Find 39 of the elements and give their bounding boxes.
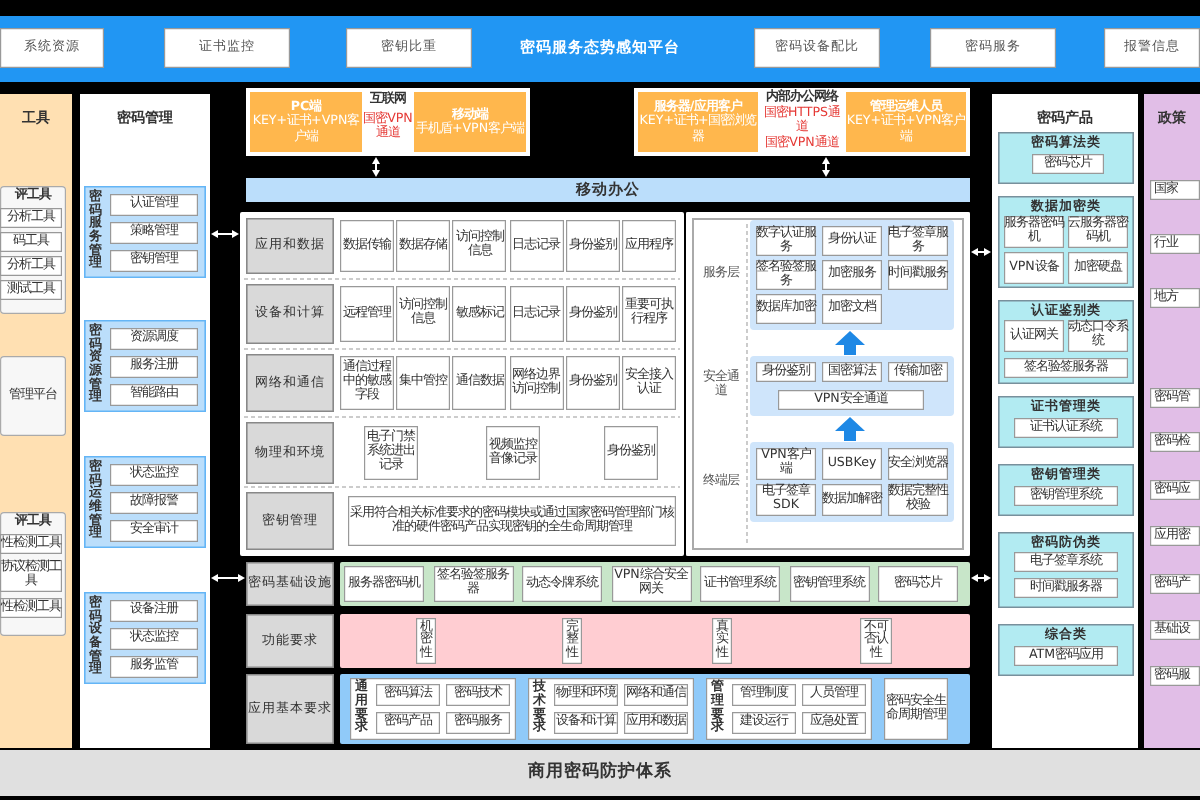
platform-banner xyxy=(0,16,1200,82)
tool-group-box xyxy=(0,186,66,314)
terminal-box xyxy=(414,92,526,152)
column-panel xyxy=(1144,94,1200,748)
product-group-box xyxy=(998,300,1134,384)
management-group-box xyxy=(84,186,206,278)
terminal-box xyxy=(846,92,966,152)
function-band xyxy=(340,614,970,668)
terminal-box xyxy=(638,92,758,152)
double-arrow xyxy=(971,248,991,256)
management-group-box xyxy=(84,592,206,684)
column-panel xyxy=(80,94,210,748)
requirement-group-box xyxy=(350,678,516,740)
requirement-band xyxy=(340,674,970,744)
infrastructure-band xyxy=(340,562,970,606)
double-arrow xyxy=(211,230,239,238)
framework-panel xyxy=(240,212,684,556)
product-group-box xyxy=(998,132,1134,184)
requirement-group-box xyxy=(528,678,694,740)
network-box xyxy=(246,88,530,156)
column-panel xyxy=(0,94,72,748)
product-group-box xyxy=(998,464,1134,516)
column-panel xyxy=(992,94,1138,748)
terminal-box xyxy=(250,92,362,152)
product-group-box xyxy=(998,532,1134,608)
network-box xyxy=(634,88,970,156)
double-arrow xyxy=(971,574,991,582)
management-group-box xyxy=(84,456,206,548)
management-group-box xyxy=(84,320,206,412)
requirement-group-box xyxy=(706,678,872,740)
double-arrow xyxy=(372,157,380,177)
framework-panel xyxy=(686,212,970,556)
double-arrow xyxy=(822,157,830,177)
product-group-box xyxy=(998,624,1134,676)
product-group-box xyxy=(998,396,1134,448)
system-banner: 商用密码防护体系 xyxy=(0,750,1200,796)
tool-group-box xyxy=(0,512,66,636)
product-group-box xyxy=(998,196,1134,288)
double-arrow xyxy=(211,574,245,582)
